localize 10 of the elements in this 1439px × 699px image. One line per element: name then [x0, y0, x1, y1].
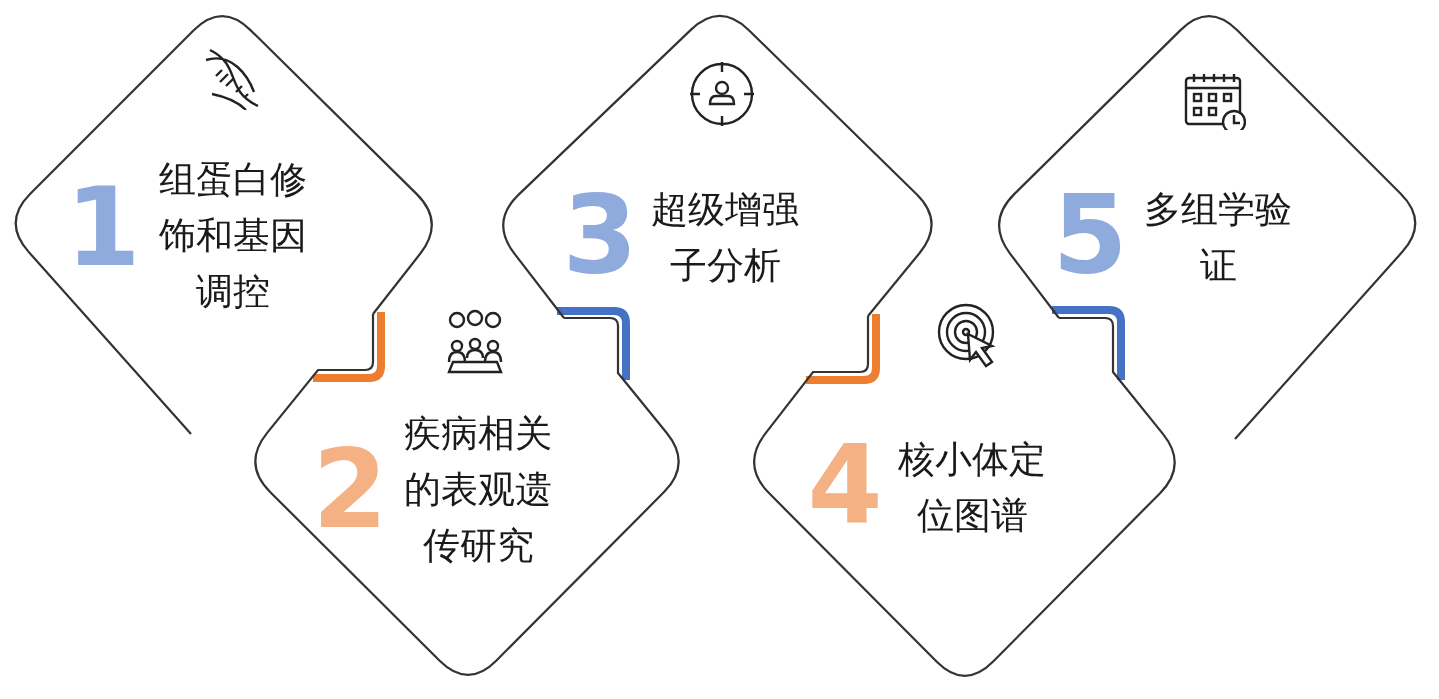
step-label: 疾病相关的表观遗传研究	[403, 411, 553, 569]
step-label: 多组学验证	[1143, 187, 1293, 289]
step-number: 1	[65, 173, 141, 283]
step-number: 2	[312, 435, 388, 545]
step-number: 3	[562, 180, 638, 290]
step-number: 4	[807, 430, 883, 540]
step-number: 5	[1052, 180, 1128, 290]
step-label: 核小体定位图谱	[897, 437, 1047, 539]
step-label: 组蛋白修饰和基因调控	[158, 157, 308, 315]
step-label: 超级增强子分析	[650, 187, 800, 289]
